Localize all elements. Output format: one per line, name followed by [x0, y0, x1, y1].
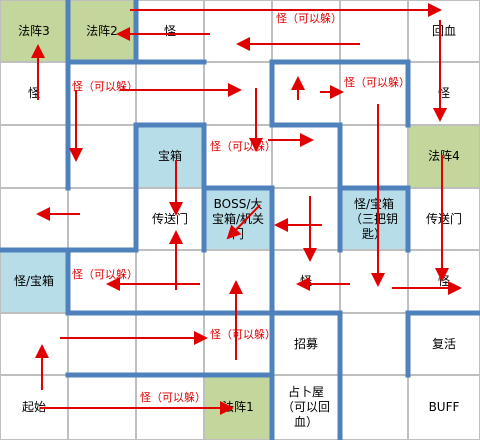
- monster-can-hide-label: 怪（可以躲）: [276, 12, 342, 25]
- cell-fortune-house[interactable]: 占卜屋（可以回血）: [272, 375, 340, 440]
- monster-can-hide-label: 怪（可以躲）: [344, 76, 410, 89]
- cell-label: 怪: [27, 86, 40, 100]
- cell-empty[interactable]: [340, 250, 408, 313]
- monster-can-hide-label: 怪（可以躲）: [210, 328, 276, 341]
- cell-label: 怪/宝箱: [13, 274, 55, 288]
- cell-label: 法阵2: [86, 23, 118, 38]
- cell-label: 宝箱: [157, 149, 182, 163]
- cell-empty[interactable]: [0, 313, 68, 375]
- cell-label: 回血: [431, 23, 456, 38]
- cell-label: 复活: [431, 336, 456, 351]
- cell-label: 法阵3: [18, 23, 50, 38]
- cell-array-4[interactable]: 法阵4: [408, 125, 480, 188]
- cell-label: 怪/宝箱（三把钥匙）: [349, 196, 398, 241]
- cell-label: 起始: [21, 400, 46, 414]
- arrow: [226, 204, 261, 240]
- monster-can-hide-label: 怪（可以躲）: [140, 391, 206, 404]
- cell-monster-chest-keys[interactable]: 怪/宝箱（三把钥匙）: [340, 188, 408, 250]
- path-arrows: [31, 3, 462, 415]
- cell-label: 招募: [293, 336, 318, 351]
- monster-can-hide-label: 怪（可以躲）: [72, 268, 138, 281]
- cell-monster-chest[interactable]: 怪/宝箱: [0, 250, 68, 313]
- cell-boss-chest-gate[interactable]: BOSS/大宝箱/机关门: [204, 188, 272, 250]
- cell-label: 占卜屋（可以回血）: [281, 385, 330, 429]
- cell-label: BUFF: [428, 400, 460, 414]
- cell-label: 法阵4: [428, 149, 460, 163]
- cell-label: 传送门: [425, 211, 462, 226]
- cell-empty[interactable]: [204, 0, 272, 62]
